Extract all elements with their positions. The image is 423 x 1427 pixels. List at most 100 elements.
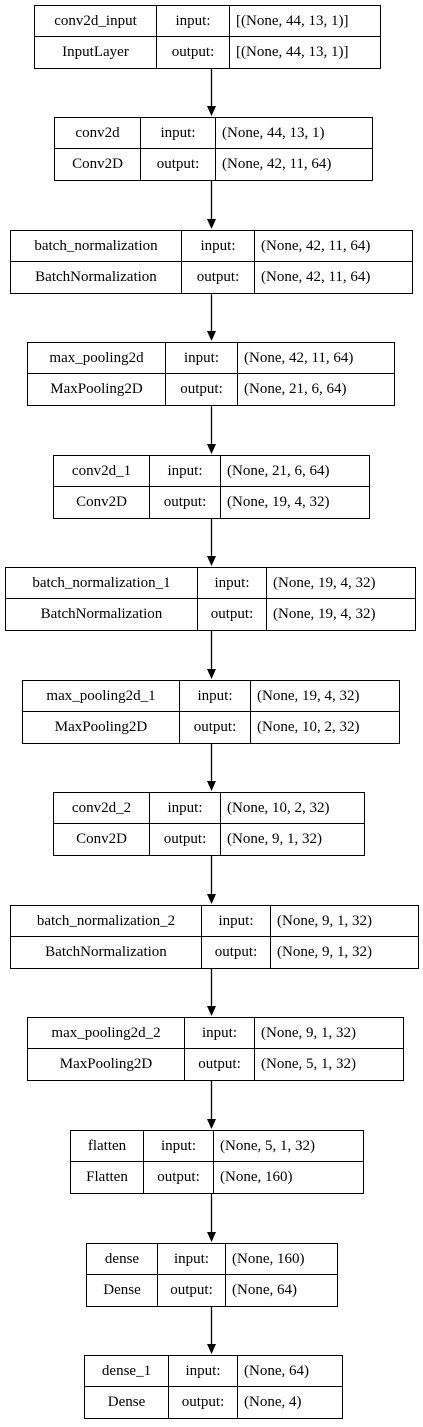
- layer-name: conv2d_input: [35, 6, 157, 37]
- layer-type: InputLayer: [35, 37, 157, 68]
- arrowhead-icon: [207, 444, 216, 454]
- arrowhead-icon: [207, 556, 216, 566]
- output-shape: (None, 19, 4, 32): [227, 494, 330, 510]
- output-shape: (None, 64): [232, 1282, 297, 1298]
- layer-type: MaxPooling2D: [28, 374, 166, 405]
- input-label: input:: [158, 1244, 226, 1275]
- output-label: output:: [157, 37, 230, 68]
- layer-type: MaxPooling2D: [23, 712, 180, 743]
- input-shape: (None, 19, 4, 32): [251, 681, 399, 712]
- layer-type: Flatten: [71, 1162, 144, 1193]
- output-label: output:: [185, 1049, 255, 1080]
- layer-type: Conv2D: [54, 824, 150, 855]
- input-shape: (None, 160): [226, 1244, 337, 1275]
- layer-type: MaxPooling2D: [28, 1049, 185, 1080]
- layer-name: batch_normalization: [11, 231, 182, 262]
- input-shape: (None, 44, 13, 1): [216, 118, 372, 149]
- output-shape: (None, 9, 1, 32): [227, 831, 322, 847]
- output-label: output:: [169, 1387, 238, 1418]
- layer-name: batch_normalization_1: [6, 568, 198, 599]
- input-shape: (None, 42, 11, 64): [255, 231, 412, 262]
- input-shape: [(None, 44, 13, 1)]: [230, 6, 380, 37]
- layer-name: conv2d_1: [54, 456, 150, 487]
- output-label: output:: [141, 149, 216, 180]
- layer-type: Conv2D: [54, 487, 150, 518]
- output-shape: (None, 19, 4, 32): [273, 606, 376, 622]
- arrowhead-icon: [207, 331, 216, 341]
- input-shape: (None, 42, 11, 64): [238, 343, 394, 374]
- input-shape: (None, 21, 6, 64): [221, 456, 369, 487]
- output-label: output:: [144, 1162, 214, 1193]
- layer-type: BatchNormalization: [11, 937, 202, 968]
- output-shape: (None, 5, 1, 32): [261, 1056, 356, 1072]
- output-shape: (None, 4): [244, 1394, 302, 1410]
- layer-type: Dense: [85, 1387, 169, 1418]
- input-shape: (None, 64): [238, 1356, 342, 1387]
- output-label: output:: [158, 1275, 226, 1306]
- layer-name: dense_1: [85, 1356, 169, 1387]
- layer-name: max_pooling2d_2: [28, 1018, 185, 1049]
- output-label: output:: [150, 487, 221, 518]
- output-shape: (None, 42, 11, 64): [261, 269, 371, 285]
- arrowhead-icon: [207, 669, 216, 679]
- arrowhead-icon: [207, 1006, 216, 1016]
- output-shape: (None, 10, 2, 32): [257, 719, 360, 735]
- input-label: input:: [185, 1018, 255, 1049]
- arrowhead-icon: [207, 1232, 216, 1242]
- arrowhead-icon: [207, 1119, 216, 1129]
- input-label: input:: [157, 6, 230, 37]
- layer-type: Dense: [87, 1275, 158, 1306]
- layer-name: flatten: [71, 1131, 144, 1162]
- input-label: input:: [150, 793, 221, 824]
- layer-name: max_pooling2d_1: [23, 681, 180, 712]
- layer-type: Conv2D: [55, 149, 141, 180]
- layer-name: conv2d: [55, 118, 141, 149]
- input-shape: (None, 9, 1, 32): [255, 1018, 403, 1049]
- input-label: input:: [202, 906, 271, 937]
- layer-type: BatchNormalization: [11, 262, 182, 293]
- output-label: output:: [150, 824, 221, 855]
- input-label: input:: [182, 231, 255, 262]
- layer-type: BatchNormalization: [6, 599, 198, 630]
- layer-name: max_pooling2d: [28, 343, 166, 374]
- arrowhead-icon: [207, 894, 216, 904]
- input-label: input:: [150, 456, 221, 487]
- output-label: output:: [166, 374, 238, 405]
- input-label: input:: [141, 118, 216, 149]
- input-shape: (None, 9, 1, 32): [271, 906, 418, 937]
- input-label: input:: [166, 343, 238, 374]
- arrowhead-icon: [207, 781, 216, 791]
- layer-name: batch_normalization_2: [11, 906, 202, 937]
- arrowhead-icon: [207, 219, 216, 229]
- input-label: input:: [169, 1356, 238, 1387]
- input-label: input:: [144, 1131, 214, 1162]
- layer-name: dense: [87, 1244, 158, 1275]
- output-shape: (None, 21, 6, 64): [244, 381, 347, 397]
- arrowhead-icon: [207, 1344, 216, 1354]
- output-label: output:: [180, 712, 251, 743]
- output-shape: [(None, 44, 13, 1)]: [236, 44, 349, 60]
- input-shape: (None, 5, 1, 32): [214, 1131, 363, 1162]
- input-label: input:: [198, 568, 267, 599]
- input-shape: (None, 10, 2, 32): [221, 793, 364, 824]
- output-label: output:: [182, 262, 255, 293]
- output-shape: (None, 160): [220, 1169, 293, 1185]
- output-label: output:: [202, 937, 271, 968]
- output-shape: (None, 9, 1, 32): [277, 944, 372, 960]
- output-label: output:: [198, 599, 267, 630]
- arrowhead-icon: [207, 106, 216, 116]
